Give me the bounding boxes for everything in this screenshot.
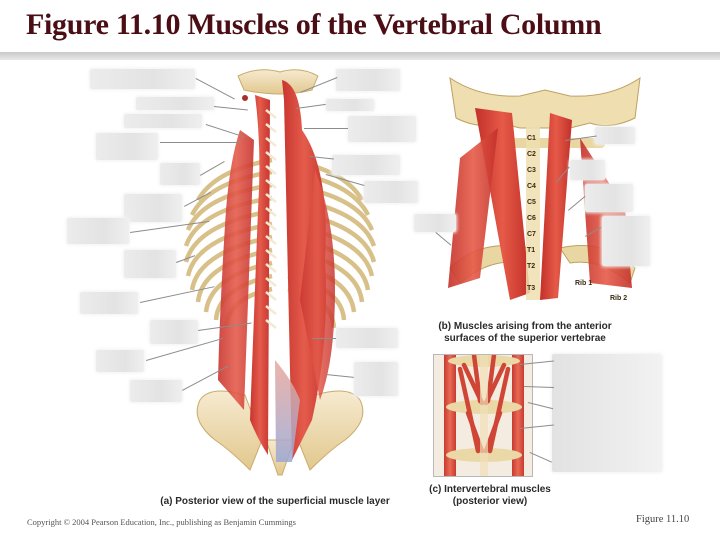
svg-text:C2: C2 [527,151,536,158]
vertebra-label-c1: C1 [527,135,536,142]
label-box-a-16[interactable] [332,155,400,175]
leader-line [312,338,336,339]
label-box-b-2[interactable] [570,160,605,180]
label-box-b-3[interactable] [585,184,633,212]
label-box-a-12[interactable] [130,380,182,402]
panel-c-caption: (c) Intervertebral muscles (posterior vi… [429,484,551,507]
panel-a-caption: (a) Posterior view of the superficial mu… [160,496,390,507]
rib-label-2: Rib 2 [610,295,627,302]
label-box-a-11[interactable] [96,350,144,372]
label-box-a-13[interactable] [336,69,400,91]
panel-c-frame [433,354,533,477]
label-box-b-1[interactable] [595,127,635,144]
svg-text:T2: T2 [527,263,535,270]
page-title: Figure 11.10 Muscles of the Vertebral Co… [26,8,602,41]
label-box-a-9[interactable] [80,292,138,314]
panel-b-caption: (b) Muscles arising from the anterior su… [438,321,612,344]
label-box-a-18[interactable] [336,328,398,348]
leader-line [304,128,348,129]
label-box-a-15[interactable] [348,116,416,142]
svg-text:C5: C5 [527,199,536,206]
svg-text:T1: T1 [527,247,535,254]
figure-reference: Figure 11.10 [636,514,690,525]
label-box-a-17[interactable] [364,181,418,203]
label-box-a-1[interactable] [90,69,195,89]
label-box-a-4[interactable] [96,133,158,160]
label-box-a-19[interactable] [354,362,398,396]
leader-line [160,142,240,143]
label-box-a-5[interactable] [160,163,200,185]
label-box-a-14[interactable] [326,99,374,111]
label-box-b-4[interactable] [602,216,650,266]
svg-text:C6: C6 [527,215,536,222]
svg-text:C3: C3 [527,167,536,174]
label-box-c-1[interactable] [552,354,662,472]
label-box-a-2[interactable] [136,97,214,110]
label-box-a-6[interactable] [124,194,182,222]
svg-text:C7: C7 [527,231,536,238]
panel-c-illustration [444,355,524,476]
label-box-b-5[interactable] [414,214,456,232]
svg-text:T3: T3 [527,285,535,292]
label-box-a-8[interactable] [124,250,176,278]
title-divider [0,52,720,60]
label-box-a-7[interactable] [67,218,129,244]
rib-label-1: Rib 1 [575,280,592,287]
label-box-a-10[interactable] [150,320,198,344]
svg-text:C4: C4 [527,183,536,190]
copyright-notice: Copyright © 2004 Pearson Education, Inc.… [27,517,296,527]
label-box-a-3[interactable] [124,114,202,128]
